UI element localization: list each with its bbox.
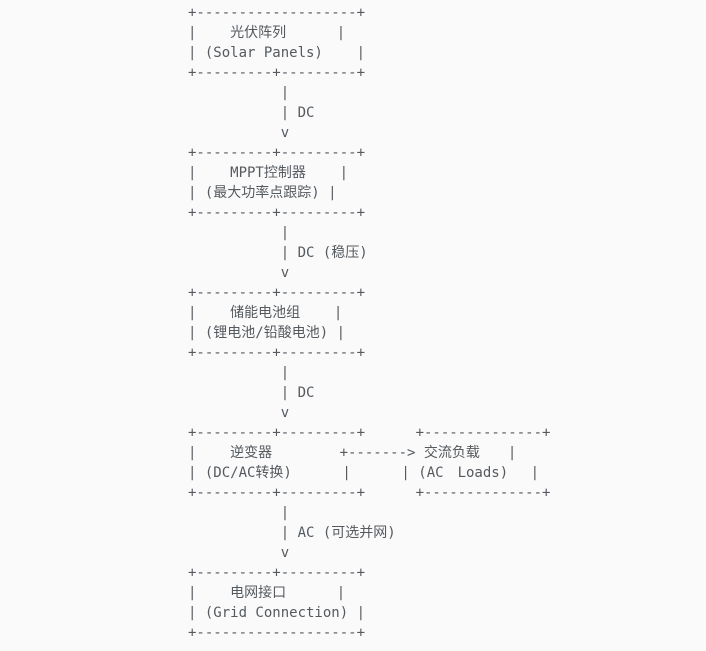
- ascii-flow-diagram: +-------------------+ | 光伏阵列 | | (Solar …: [188, 5, 551, 641]
